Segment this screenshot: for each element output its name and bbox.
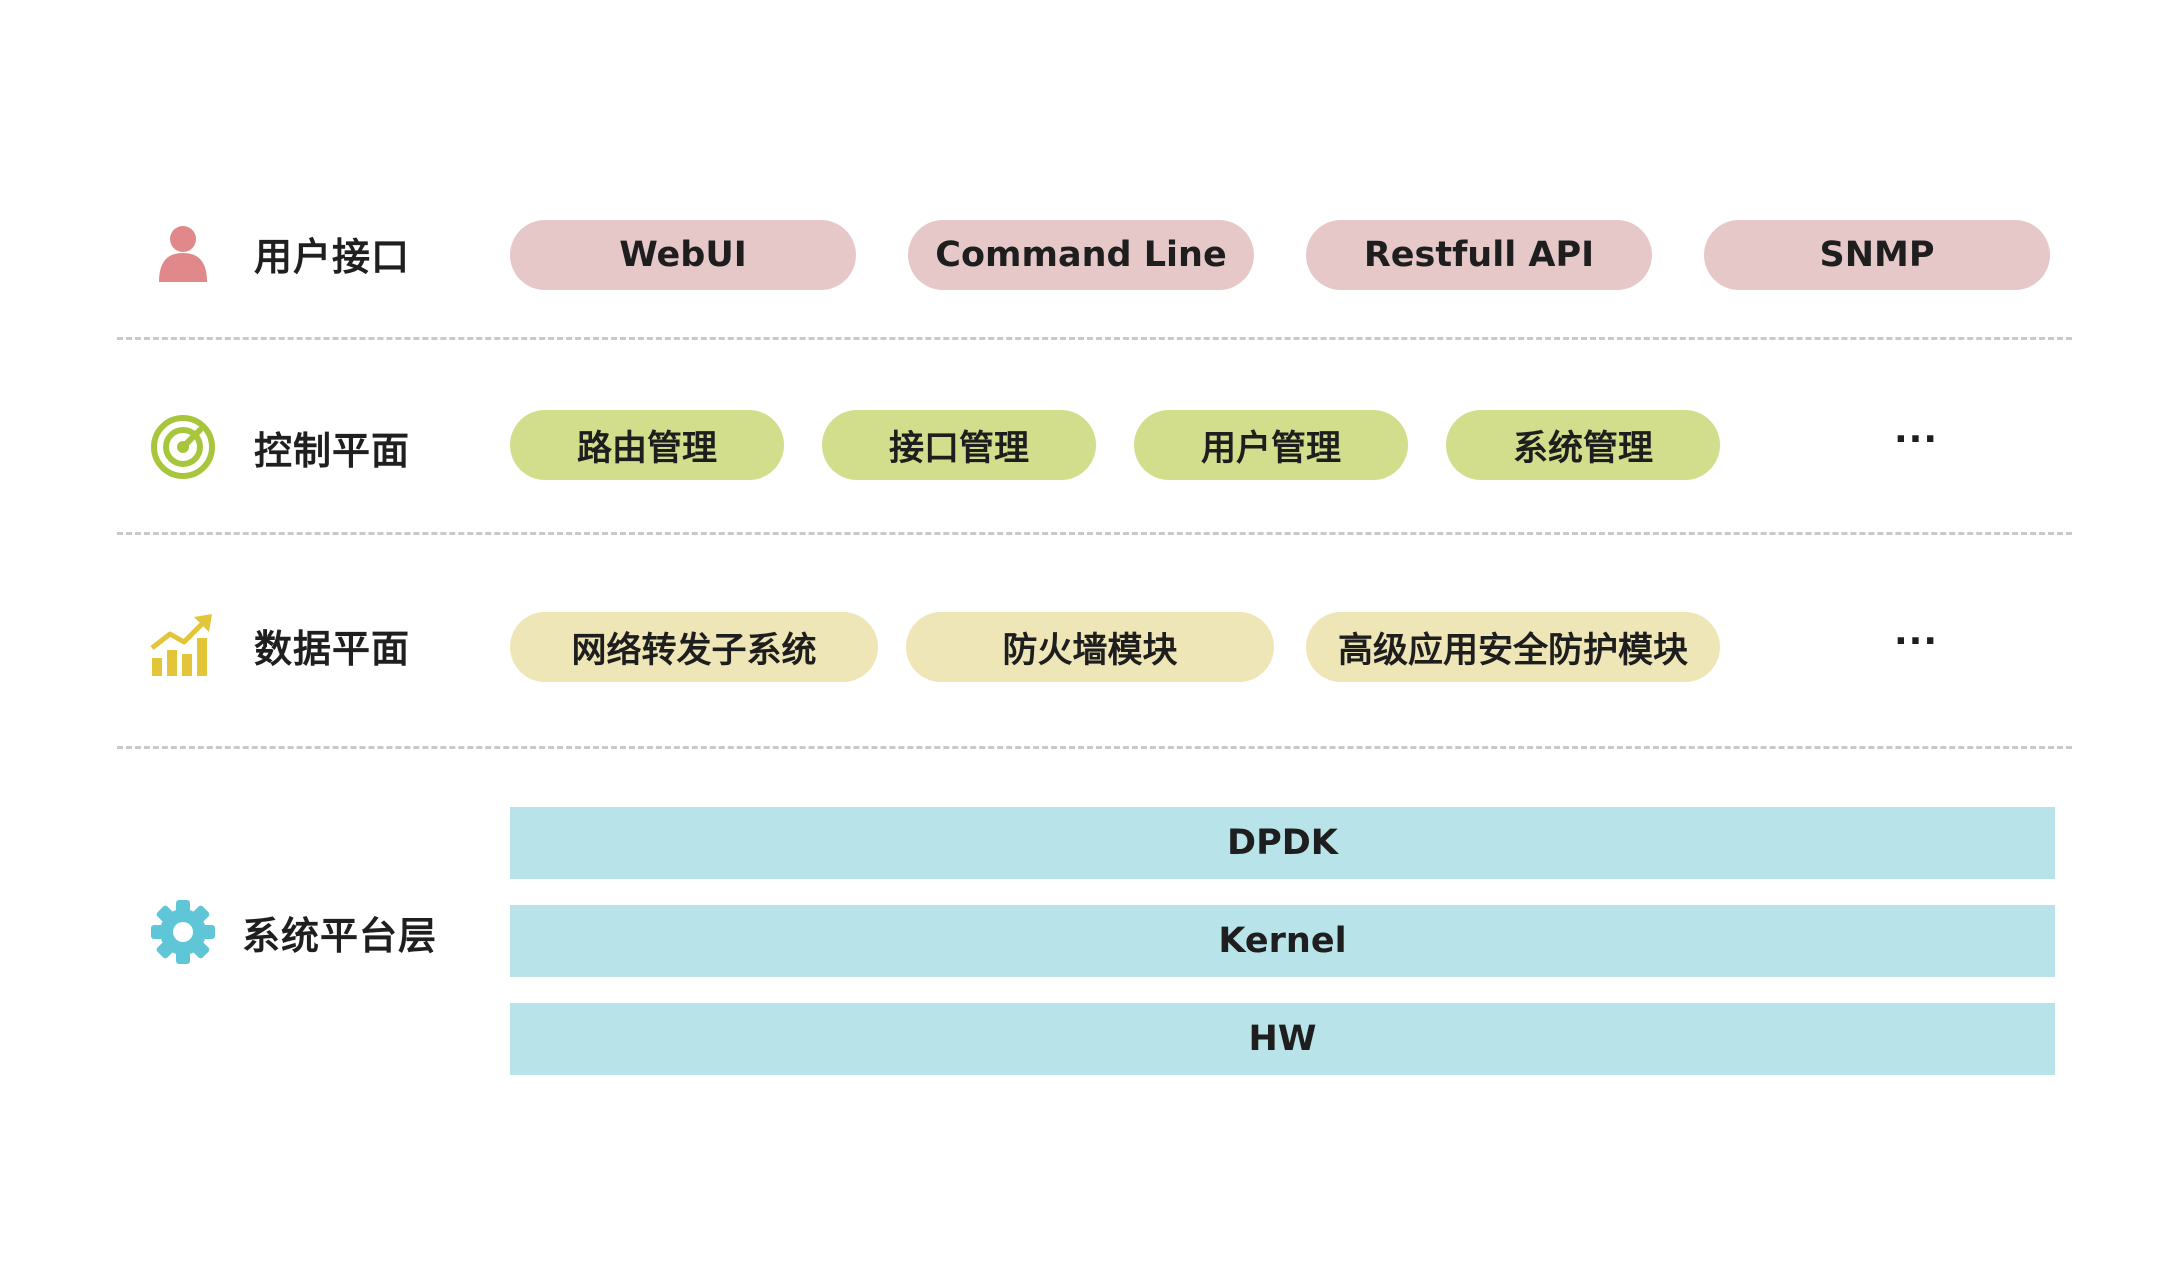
- system-management-pill: 系统管理: [1446, 410, 1720, 480]
- data-plane-more: ···: [1894, 621, 1939, 662]
- kernel-bar: Kernel: [510, 905, 2055, 977]
- layer-divider: [117, 337, 2072, 340]
- routing-management-pill: 路由管理: [510, 410, 784, 480]
- data-plane-title: 数据平面: [254, 626, 411, 671]
- command-line-pill: Command Line: [908, 220, 1254, 290]
- user-icon: [150, 220, 216, 286]
- firewall-module-pill: 防火墙模块: [906, 612, 1274, 682]
- network-forwarding-pill: 网络转发子系统: [510, 612, 878, 682]
- target-icon: [150, 414, 216, 480]
- restfull-api-pill: Restfull API: [1306, 220, 1652, 290]
- advanced-security-module-pill: 高级应用安全防护模块: [1306, 612, 1720, 682]
- control-plane-label-group: 控制平面: [150, 414, 410, 480]
- system-platform-title: 系统平台层: [242, 913, 438, 958]
- hw-bar: HW: [510, 1003, 2055, 1075]
- user-management-pill: 用户管理: [1134, 410, 1408, 480]
- user-interface-label-group: 用户接口: [150, 220, 410, 286]
- growth-chart-icon: [150, 612, 216, 678]
- layer-divider: [117, 532, 2072, 535]
- control-plane-more: ···: [1894, 419, 1939, 460]
- data-plane-label-group: 数据平面: [150, 612, 410, 678]
- snmp-pill: SNMP: [1704, 220, 2050, 290]
- dpdk-bar: DPDK: [510, 807, 2055, 879]
- gear-icon: [150, 899, 216, 965]
- interface-management-pill: 接口管理: [822, 410, 1096, 480]
- control-plane-title: 控制平面: [254, 428, 411, 473]
- user-interface-title: 用户接口: [254, 234, 411, 279]
- system-platform-label-group: 系统平台层: [150, 899, 437, 965]
- webui-pill: WebUI: [510, 220, 856, 290]
- layer-divider: [117, 746, 2072, 749]
